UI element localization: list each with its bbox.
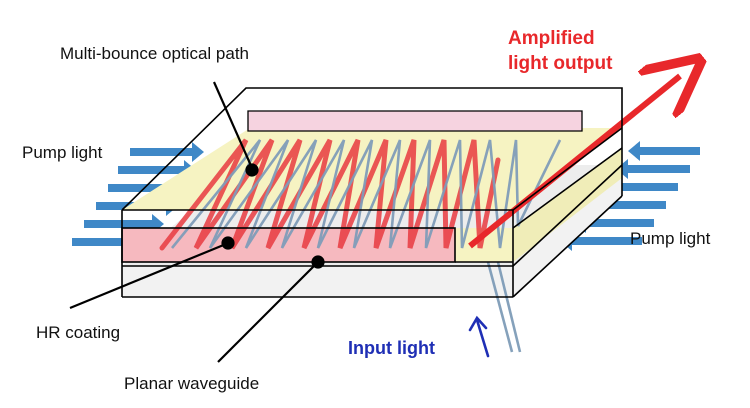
- leader-hr-coating: [69, 242, 227, 310]
- label-pump-left: Pump light: [22, 143, 103, 162]
- pump-arrow-right: [560, 231, 642, 251]
- pump-arrow-left: [108, 178, 188, 198]
- pump-arrow-left: [72, 232, 152, 252]
- dot-planar-waveguide: [311, 255, 325, 269]
- pump-arrow-right: [574, 213, 654, 233]
- blue-multi-bounce-path: [170, 139, 562, 353]
- pump-arrows-right: [560, 141, 700, 251]
- pump-arrow-right: [588, 195, 666, 215]
- amplified-output-beam: [468, 76, 680, 249]
- leader-multi-bounce: [212, 81, 254, 169]
- pointer-lines: [69, 81, 325, 363]
- pump-arrow-left: [130, 142, 204, 162]
- label-amplified-line1: Amplified: [508, 28, 595, 49]
- pump-arrow-right: [602, 177, 678, 197]
- label-multi-bounce: Multi-bounce optical path: [60, 44, 250, 63]
- input-beam: [486, 261, 514, 353]
- label-pump-right: Pump light: [630, 229, 711, 248]
- pump-arrow-right: [628, 141, 700, 161]
- pump-arrow-left: [84, 214, 164, 234]
- leader-planar-waveguide: [217, 261, 319, 363]
- red-multi-bounce-path: [159, 138, 501, 251]
- device-outline: [121, 87, 623, 298]
- pump-arrow-right: [616, 159, 690, 179]
- waveguide-side-face: [513, 148, 622, 262]
- label-input-light: Input light: [348, 338, 435, 358]
- label-hr-coating: HR coating: [36, 323, 121, 342]
- input-arrow: [468, 315, 490, 358]
- hr-coating-strip-top: [247, 110, 583, 132]
- pump-arrow-left: [118, 160, 196, 180]
- label-amplified-line2: light output: [508, 53, 613, 74]
- dot-hr-coating: [221, 236, 235, 250]
- label-planar-waveguide: Planar waveguide: [124, 374, 260, 393]
- dot-multi-bounce: [245, 163, 259, 177]
